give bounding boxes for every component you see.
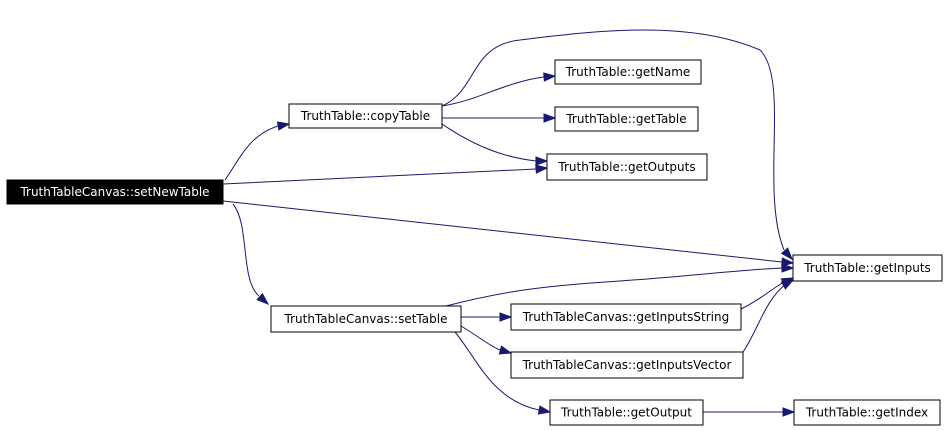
edge-set-new-table-to-get-inputs-line [222,200,783,263]
edge-set-new-table-to-get-outputs-line [222,168,537,185]
edge-get-output-to-get-index-arrowhead [782,407,796,417]
edge-set-table-to-get-inputs-vector-line [460,325,501,351]
node-get-inputs[interactable]: TruthTable::getInputs [792,254,943,282]
node-get-name-label: TruthTable::getName [565,65,691,79]
edge-set-new-table-to-get-outputs-arrowhead [535,164,549,174]
edge-set-table-to-get-inputs-arrowhead [781,263,795,273]
edge-get-inputs-vector-to-get-inputs-line [742,283,787,353]
edge-copy-table-to-get-outputs-arrowhead [535,156,549,166]
node-set-table-label: TruthTableCanvas::setTable [284,312,448,326]
edge-set-table-to-get-inputs-string [461,312,513,322]
edge-set-new-table-to-copy-table [224,121,291,181]
node-get-inputs-string[interactable]: TruthTableCanvas::getInputsString [510,303,742,331]
node-get-inputs-label: TruthTable::getInputs [803,261,931,275]
edge-set-new-table-to-get-inputs-arrowhead [781,257,795,267]
edge-copy-table-to-get-table [442,113,557,123]
edge-set-table-to-get-inputs [445,263,795,307]
node-get-name[interactable]: TruthTable::getName [554,59,702,85]
edge-set-table-to-get-inputs-line [445,267,783,307]
node-get-outputs[interactable]: TruthTable::getOutputs [546,153,708,181]
node-copy-table[interactable]: TruthTable::copyTable [288,103,443,129]
edges [222,29,796,417]
node-get-output-label: TruthTable::getOutput [560,406,692,420]
edge-set-new-table-to-copy-table-arrowhead [276,121,291,131]
edge-get-inputs-vector-to-get-inputs-arrowhead [780,279,795,290]
edge-set-new-table-to-set-table-arrowhead [256,292,270,305]
node-copy-table-label: TruthTable::copyTable [300,109,430,123]
edge-set-new-table-to-set-table-line [232,203,260,297]
edge-copy-table-to-get-name [441,72,557,107]
nodes: TruthTableCanvas::setNewTable TruthTable… [6,59,943,426]
edge-get-output-to-get-index [703,407,796,417]
edge-copy-table-to-get-inputs-arrowhead [780,247,793,261]
edge-set-new-table-to-copy-table-line [224,125,279,181]
edge-copy-table-to-get-name-arrowhead [543,72,557,82]
node-get-index[interactable]: TruthTable::getIndex [793,399,941,426]
node-set-table[interactable]: TruthTableCanvas::setTable [270,305,462,333]
edge-copy-table-to-get-inputs [441,29,793,261]
edge-copy-table-to-get-outputs-line [441,123,537,162]
edge-set-table-to-get-output [454,331,552,415]
edge-set-table-to-get-output-line [454,331,540,411]
node-set-new-table[interactable]: TruthTableCanvas::setNewTable [6,179,224,205]
node-get-output[interactable]: TruthTable::getOutput [549,399,704,426]
edge-copy-table-to-get-table-arrowhead [543,113,557,123]
edge-copy-table-to-get-name-line [441,76,545,107]
node-get-outputs-label: TruthTable::getOutputs [557,160,695,174]
edge-set-new-table-to-get-inputs [222,200,795,267]
edge-set-table-to-get-output-arrowhead [537,405,552,415]
edge-get-inputs-string-to-get-inputs-line [740,281,785,310]
edge-copy-table-to-get-outputs [441,123,549,166]
edge-set-new-table-to-get-outputs [222,164,549,185]
edge-set-table-to-get-inputs-vector-arrowhead [498,345,513,355]
edge-set-table-to-get-inputs-string-arrowhead [499,312,513,322]
edge-set-new-table-to-set-table [232,203,270,305]
node-set-new-table-label: TruthTableCanvas::setNewTable [19,185,209,199]
edge-copy-table-to-get-inputs-line [441,29,785,251]
node-get-inputs-vector-label: TruthTableCanvas::getInputsVector [522,358,732,372]
node-get-inputs-vector[interactable]: TruthTableCanvas::getInputsVector [510,351,744,379]
node-get-table-label: TruthTable::getTable [565,112,686,126]
node-get-inputs-string-label: TruthTableCanvas::getInputsString [522,310,729,324]
edge-get-inputs-vector-to-get-inputs [742,279,795,353]
node-get-index-label: TruthTable::getIndex [805,406,928,420]
node-get-table[interactable]: TruthTable::getTable [554,106,699,132]
edge-set-table-to-get-inputs-vector [460,325,513,355]
